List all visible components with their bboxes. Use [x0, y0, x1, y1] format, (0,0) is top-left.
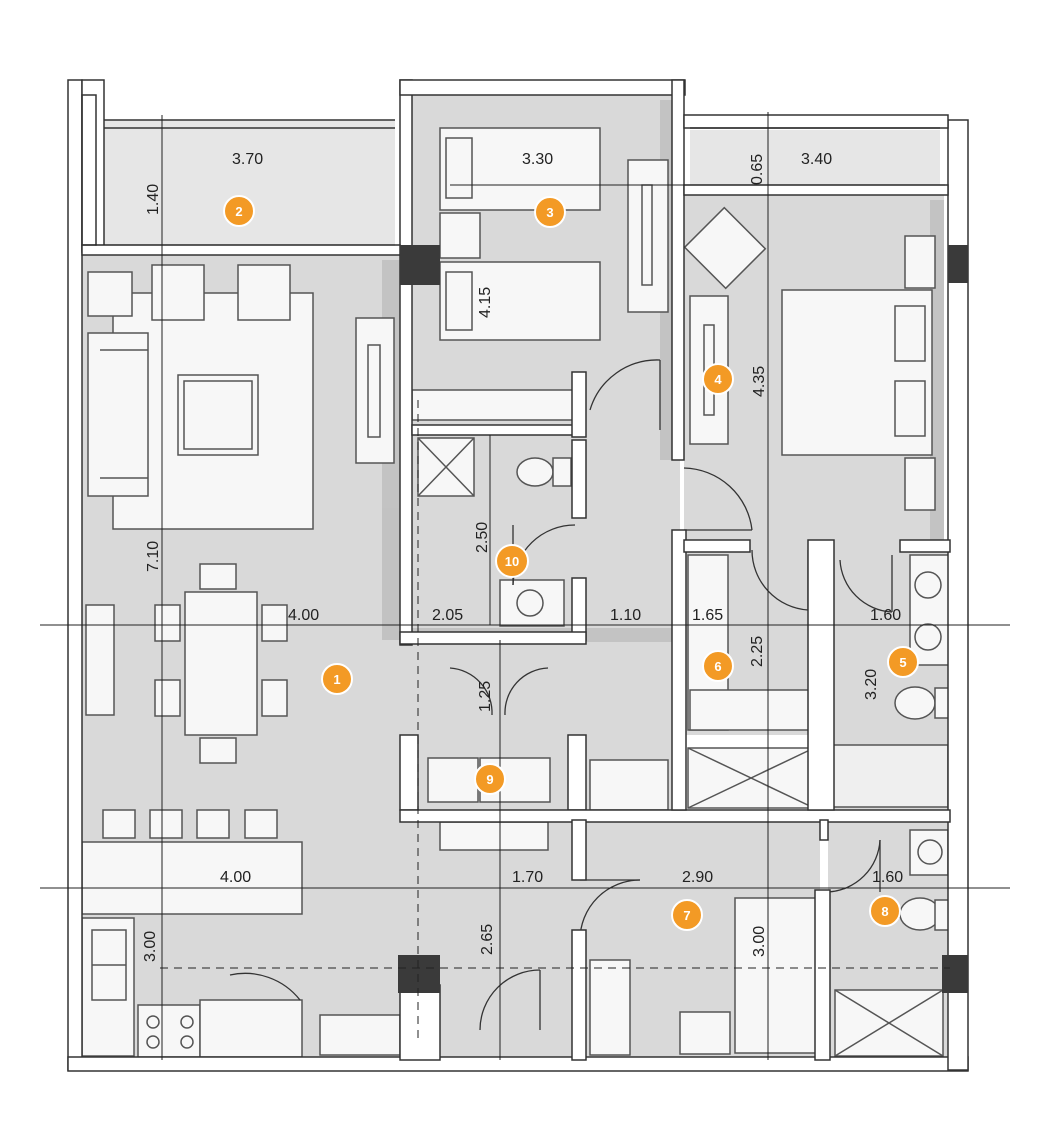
windows	[81, 94, 940, 246]
side-table	[87, 271, 133, 317]
room-badge-2[interactable]: 2	[223, 195, 255, 227]
dimension-lines	[40, 112, 1010, 1060]
dim-label: 3.70	[232, 151, 263, 168]
bar-stool-3	[196, 809, 230, 839]
wardrobe-7	[589, 959, 631, 1056]
floor-balcony-4	[690, 130, 940, 185]
room-number: 1	[333, 672, 340, 687]
shower-5	[829, 744, 949, 808]
sofa	[87, 332, 149, 497]
washer	[427, 757, 479, 803]
room-number: 2	[235, 204, 242, 219]
dim-label: 1.65	[692, 607, 723, 624]
dim-label: 4.00	[288, 607, 319, 624]
dim-label: 2.90	[682, 869, 713, 886]
armchair-2	[237, 264, 291, 321]
dim-label: 3.20	[863, 669, 880, 700]
dining-table	[184, 591, 258, 736]
wall-right	[947, 119, 969, 1071]
dim-label: 3.00	[142, 931, 159, 962]
toilet-10	[516, 457, 554, 487]
bed-7	[734, 897, 818, 1054]
room-badge-6[interactable]: 6	[702, 650, 734, 682]
room-badge-8[interactable]: 8	[869, 895, 901, 927]
toilet-8	[899, 897, 941, 931]
room-badge-9[interactable]: 9	[474, 763, 506, 795]
toilet-5	[894, 686, 936, 720]
bar-stool-2	[149, 809, 183, 839]
dim-label: 2.50	[474, 522, 491, 553]
room-badge-10[interactable]: 10	[495, 544, 529, 578]
stove	[137, 1004, 201, 1058]
room-badge-4[interactable]: 4	[702, 363, 734, 395]
dim-label: 1.70	[512, 869, 543, 886]
dim-label: 0.65	[749, 154, 766, 185]
dim-label: 1.60	[872, 869, 903, 886]
dim-label: 1.25	[477, 681, 494, 712]
kitchen-island	[81, 841, 303, 915]
armchair-4	[683, 206, 767, 290]
dim-label: 4.15	[477, 287, 494, 318]
coffee-table	[177, 374, 259, 456]
dimension-labels: 3.70 1.40 3.30 0.65 3.40 4.15 4.35 7.10 …	[142, 151, 903, 962]
dim-label: 1.60	[870, 607, 901, 624]
dim-label: 2.05	[432, 607, 463, 624]
fridge	[199, 999, 303, 1058]
room-number: 10	[505, 554, 519, 569]
dim-label: 3.40	[801, 151, 832, 168]
dim-label: 4.35	[751, 366, 768, 397]
wardrobe-3	[411, 389, 583, 421]
wall-bottom	[67, 1056, 969, 1072]
bar-stool-4	[244, 809, 278, 839]
armchair-1	[151, 264, 205, 321]
room-number: 3	[546, 205, 553, 220]
bed-4	[781, 289, 933, 456]
desk-3	[627, 159, 669, 313]
bed-3a	[439, 127, 601, 211]
dim-label: 2.25	[749, 636, 766, 667]
room-badges: 1 2 3 4 5 6 7 8 9 10	[223, 195, 919, 931]
room-badge-5[interactable]: 5	[887, 646, 919, 678]
dim-label: 4.00	[220, 869, 251, 886]
room-badge-7[interactable]: 7	[671, 899, 703, 931]
dim-label: 2.65	[479, 924, 496, 955]
dim-label: 1.10	[610, 607, 641, 624]
bar-stool-1	[102, 809, 136, 839]
pillars	[398, 245, 968, 993]
room-badge-1[interactable]: 1	[321, 663, 353, 695]
console	[85, 604, 115, 716]
dim-label: 3.00	[751, 926, 768, 957]
dim-label: 3.30	[522, 151, 553, 168]
room-number: 5	[899, 655, 906, 670]
room-number: 7	[683, 908, 690, 923]
floor-balcony-2	[95, 120, 395, 245]
tv-unit	[355, 317, 395, 464]
room-number: 8	[881, 904, 888, 919]
sink-10	[499, 579, 565, 627]
bed-3b	[439, 261, 601, 341]
dim-label: 1.40	[145, 184, 162, 215]
room-number: 4	[714, 372, 722, 387]
room-badge-3[interactable]: 3	[534, 196, 566, 228]
dim-label: 7.10	[145, 541, 162, 572]
doors	[229, 359, 893, 1031]
room-number: 9	[486, 772, 493, 787]
room-number: 6	[714, 659, 721, 674]
wall-left	[67, 79, 83, 1071]
